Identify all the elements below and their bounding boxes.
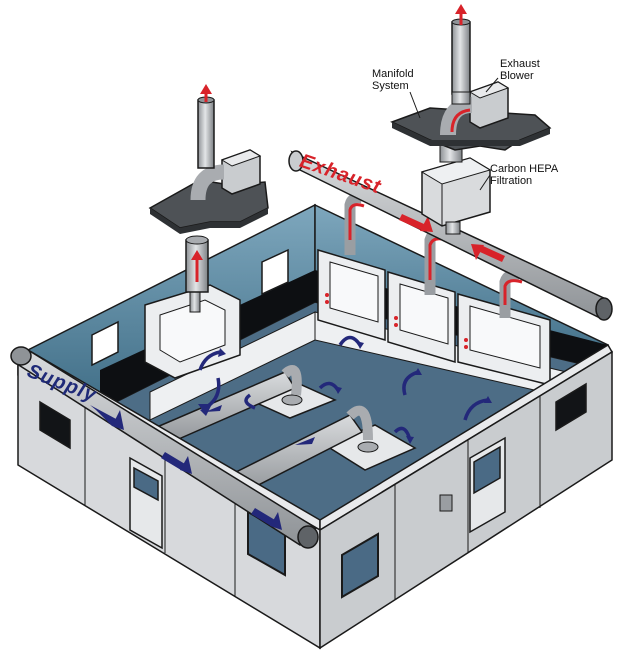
front-right-wall [319, 350, 613, 650]
exhaust-duct-end [595, 297, 613, 321]
front-door-right [469, 436, 506, 534]
back-wall-window [261, 248, 289, 296]
wall-access-panel [439, 494, 453, 512]
fume-hood-1 [317, 248, 386, 342]
stack-exit-arrow [455, 4, 467, 14]
branch-flow-arrow [205, 405, 222, 412]
carbon-hepa-filter [420, 139, 492, 235]
airflow-arrowheads [198, 341, 492, 444]
callout-blower [485, 77, 499, 93]
exhaust-stack-right [451, 21, 471, 95]
front-door-left [129, 456, 163, 550]
callout-manifold [409, 91, 421, 119]
front-window [555, 382, 587, 432]
hood-exhaust-arrow [348, 203, 365, 240]
exhaust-blower [468, 81, 510, 129]
fume-hood-left [144, 284, 241, 379]
label-carbon-hepa: Carbon HEPA Filtration [490, 163, 558, 187]
back-wall-window [91, 320, 119, 367]
front-window [341, 532, 379, 599]
supply-duct-arrows [90, 405, 282, 530]
left-blower-elbow [190, 164, 225, 201]
left-hood-flow-arrow [191, 250, 203, 260]
left-blower [220, 149, 262, 195]
fume-hood-3 [457, 293, 551, 386]
supply-duct-end [10, 346, 32, 366]
blower-flow-arrow [450, 108, 471, 133]
label-manifold-system: Manifold System [372, 68, 414, 92]
blower-elbow [440, 97, 473, 136]
exhaust-duct-arrows [399, 214, 505, 262]
exhaust-stack-left [197, 99, 215, 169]
front-window [39, 400, 71, 450]
left-stack-exit-arrow [200, 84, 212, 94]
hood-exhaust-arrow [503, 279, 523, 305]
wall-panel-seams [84, 394, 541, 600]
branch-flow-arrow [295, 437, 315, 445]
exhaust-duct-end [288, 150, 304, 172]
callout-hepa [479, 174, 491, 191]
label-exhaust-blower: Exhaust Blower [500, 58, 540, 82]
supply-duct-end [297, 525, 319, 549]
